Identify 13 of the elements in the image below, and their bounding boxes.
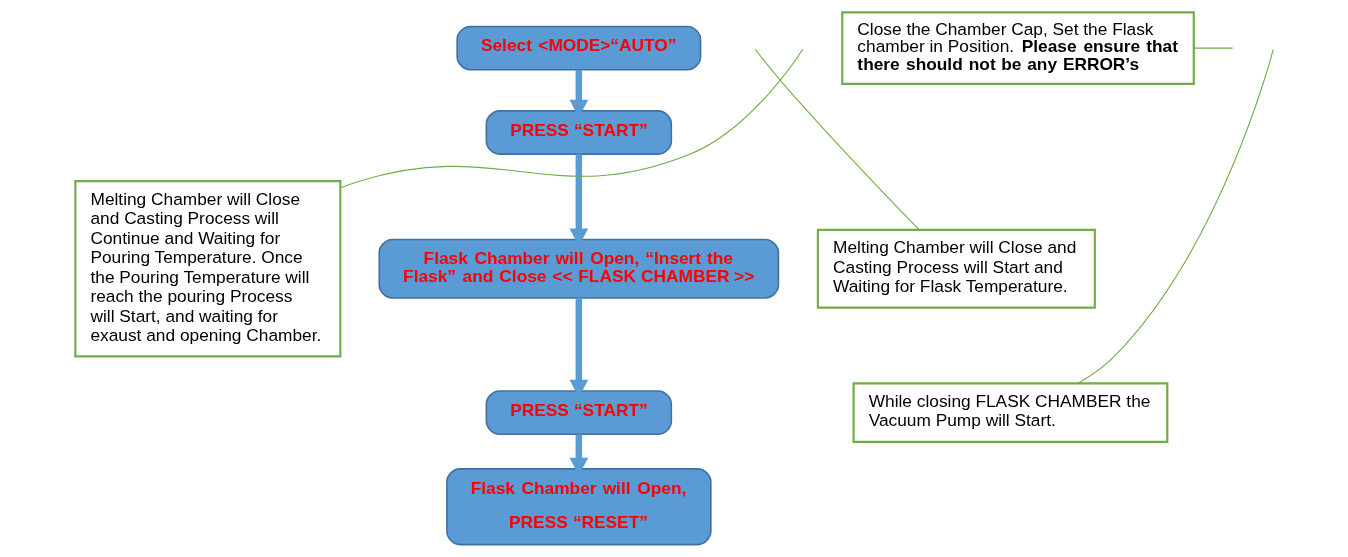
connector xyxy=(339,48,803,189)
node-box: Close the Chamber Cap, Set the Flask chamber in Position. Please ensure that there should not be any ERROR’s xyxy=(840,11,1195,85)
node-box: Select <MODE>“AUTO” xyxy=(455,25,701,71)
node-box: PRESS “START” xyxy=(485,110,672,155)
connector xyxy=(754,48,920,231)
connector xyxy=(1193,47,1233,49)
node-box: Flask Chamber will Open, “Insert the Flask” and Close << FLASK CHAMBER >> xyxy=(377,238,779,299)
node-box: Melting Chamber will Close and Casting Process will Start and Waiting for Flask Temperature. xyxy=(816,228,1096,309)
node-box: While closing FLASK CHAMBER the Vacuum Pump will Start. xyxy=(852,382,1168,443)
node-box: Melting Chamber will Close and Casting Process will Continue and Waiting for Pouring Temperature. Once the Pouring Temperature will reach the pouring Process will Start, and waiting for exaust and opening Chamber. xyxy=(73,180,341,358)
node-box: Flask Chamber will Open, PRESS “RESET” xyxy=(445,468,712,546)
connector xyxy=(1077,48,1274,384)
node-box: PRESS “START” xyxy=(485,390,672,436)
